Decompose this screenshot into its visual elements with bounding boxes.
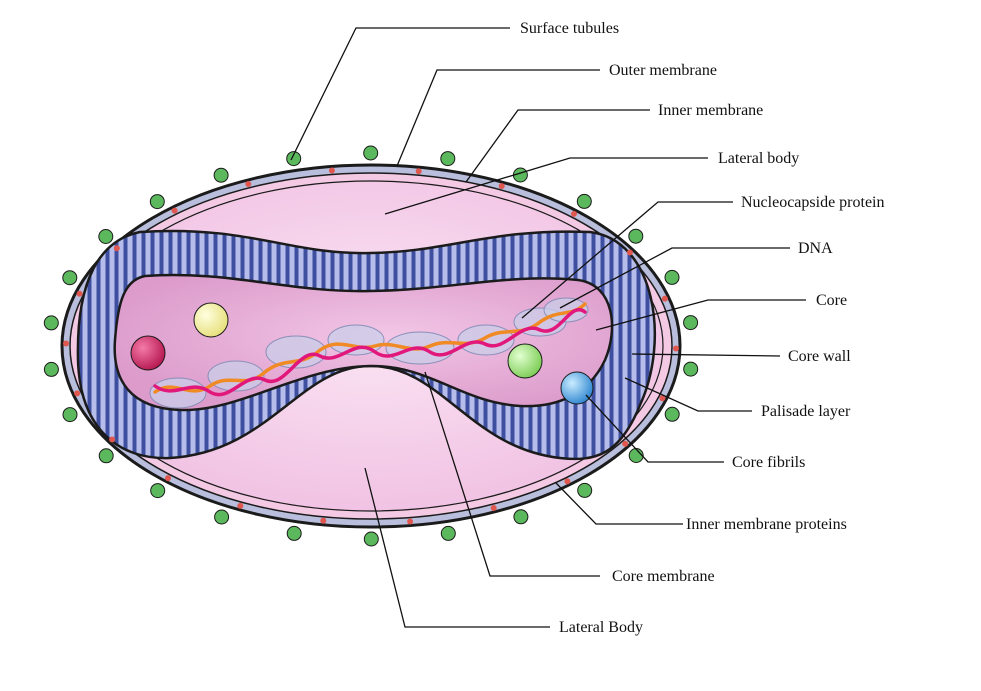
label-core-fibrils: Core fibrils (732, 454, 805, 471)
membrane-protein-dot (498, 183, 505, 190)
surface-tubule (577, 482, 593, 498)
leader-outer-membrane (396, 69, 600, 167)
surface-tubule (440, 525, 456, 541)
membrane-protein-dot (113, 245, 120, 252)
leader-core (595, 299, 806, 331)
membrane-protein-dot (564, 478, 571, 485)
surface-tubule (62, 270, 78, 286)
membrane-protein-dot (673, 345, 679, 352)
membrane-protein-dot (74, 390, 81, 397)
surface-tubule (213, 167, 229, 183)
label-lateral-body-top: Lateral body (718, 150, 799, 167)
surface-tubule (214, 509, 230, 525)
leader-inner-membrane-proteins (555, 482, 683, 525)
surface-tubule (363, 531, 379, 547)
surface-tubule (664, 269, 680, 285)
fibril-blue-sphere (560, 371, 594, 405)
surface-tubule (683, 315, 699, 331)
label-inner-membrane: Inner membrane (658, 102, 763, 119)
membrane-protein-dot (490, 505, 497, 511)
labels: Surface tubules Outer membrane Inner mem… (520, 20, 885, 636)
surface-tubule (286, 151, 302, 167)
surface-tubule (98, 448, 114, 464)
label-core: Core (816, 292, 847, 309)
membrane-protein-dot (659, 395, 666, 402)
surface-tubule (98, 229, 114, 244)
fibril-yellow-sphere (193, 302, 229, 338)
surface-tubule (43, 361, 59, 377)
surface-tubule (683, 361, 699, 377)
leader-dna (559, 247, 790, 309)
surface-tubule (513, 509, 529, 525)
membrane-protein-dot (320, 517, 327, 524)
fibril-red-sphere (130, 335, 166, 371)
membrane-protein-dot (622, 440, 629, 447)
membrane-protein-dot (237, 502, 244, 509)
label-core-membrane: Core membrane (612, 568, 715, 585)
surface-tubule (286, 525, 302, 541)
surface-tubule (664, 406, 680, 422)
surface-tubule (62, 407, 78, 423)
membrane-protein-dot (661, 295, 668, 302)
membrane-protein-dot (63, 340, 69, 347)
label-core-wall: Core wall (788, 348, 851, 365)
surface-tubule (628, 228, 644, 244)
leader-palisade-layer (624, 377, 752, 412)
leader-core-fibrils (585, 394, 724, 463)
membrane-protein-dot (165, 475, 171, 482)
leader-surface-tubules (290, 27, 510, 161)
dna-helix (153, 302, 587, 397)
surface-tubule (363, 145, 379, 161)
leader-nucleocapside (521, 201, 733, 319)
membrane-protein-dot (328, 167, 335, 174)
membrane-protein-dot (571, 210, 577, 217)
membrane-protein-dot (626, 249, 633, 256)
surface-tubule (149, 194, 165, 210)
surface-tubule (576, 193, 592, 209)
label-surface-tubules: Surface tubules (520, 20, 619, 37)
label-nucleocapside-protein: Nucleocapside protein (741, 194, 885, 211)
membrane-protein-dot (171, 207, 178, 214)
label-lateral-body-bottom: Lateral Body (559, 619, 643, 636)
leader-lateral-body-bottom (364, 467, 550, 628)
leader-lateral-body-top (384, 157, 708, 215)
label-dna: DNA (798, 240, 833, 257)
leader-core-membrane (424, 371, 600, 577)
membrane-protein-dot (109, 436, 116, 443)
membrane-protein-dot (245, 181, 252, 187)
membrane-protein-dot (415, 168, 422, 175)
leader-core-wall (631, 353, 781, 357)
label-palisade-layer: Palisade layer (761, 403, 851, 420)
surface-tubule (43, 315, 59, 331)
inner-membrane-proteins (63, 167, 679, 525)
leader-inner-membrane (465, 109, 650, 183)
label-inner-membrane-proteins: Inner membrane proteins (686, 516, 847, 533)
membrane-protein-dot (407, 518, 414, 525)
leader-lines (290, 27, 806, 628)
membrane-protein-dot (76, 290, 83, 297)
surface-tubule (440, 151, 456, 167)
surface-tubule (150, 483, 166, 499)
fibril-green-sphere (507, 343, 543, 379)
label-outer-membrane: Outer membrane (609, 62, 717, 79)
